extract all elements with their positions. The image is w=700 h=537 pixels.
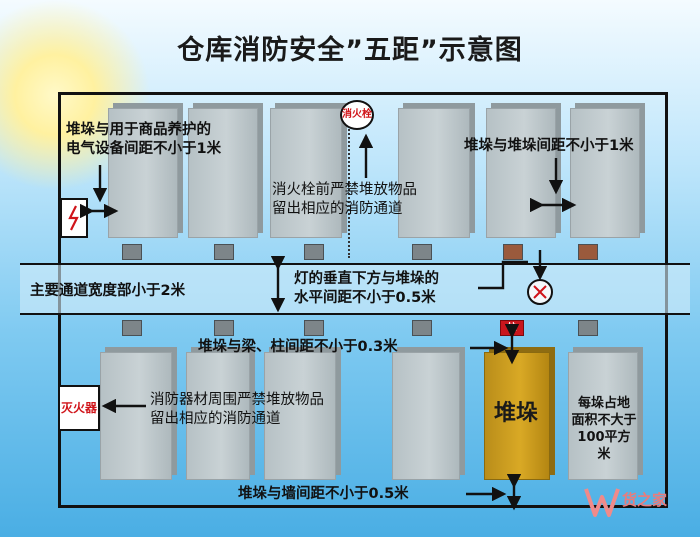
area-note-line-1: 每垛占地: [577, 396, 630, 411]
stack-bottom-3: [264, 352, 336, 480]
lamp-top-3: [304, 244, 324, 260]
watermark-text: 货之家: [622, 491, 668, 509]
beam-distance-label: 堆垛与梁、柱间距不小于0.3米: [198, 339, 398, 355]
stack-bottom-4: [392, 352, 460, 480]
stack-highlight-label: 堆垛: [494, 401, 539, 426]
lightning-icon: [68, 205, 79, 231]
lamp-cross-icon: [533, 285, 547, 299]
wall-distance-label: 堆垛与墙间距不小于0.5米: [238, 486, 409, 502]
area-note-line-3: 100平方米: [577, 430, 631, 462]
lamp-top-1: [122, 244, 142, 260]
area-note-line-2: 面积不大于: [571, 413, 637, 428]
stack-top-2: [188, 108, 258, 238]
lamp-top-5: [503, 244, 523, 260]
area-note-label: 每垛占地 面积不大于 100平方米: [571, 395, 637, 463]
hydrant-note-line-1: 消火栓前严禁堆放物品: [272, 182, 417, 198]
extinguisher-note-line-2: 留出相应的消防通道: [150, 411, 281, 427]
hydrant-label: 消火栓: [342, 109, 372, 120]
hydrant-icon: 消火栓: [340, 100, 374, 130]
extinguisher-icon: 灭火器: [58, 385, 100, 431]
hydrant-note-line-2: 留出相应的消防通道: [272, 201, 403, 217]
lamp-top-6: [578, 244, 598, 260]
electric-distance-line-2: 电气设备间距不小于1米: [66, 141, 222, 157]
stack-top-4: [398, 108, 470, 238]
lamp-distance-label: 灯的垂直下方与堆垛的 水平间距不小于0.5米: [294, 270, 439, 308]
stack-top-5: [486, 108, 556, 238]
lamp-top-4: [412, 244, 432, 260]
hydrant-clear-line: [348, 102, 350, 258]
stack-distance-label: 堆垛与堆垛间距不小于1米: [464, 138, 634, 154]
watermark-w-icon: [584, 488, 620, 517]
lamp-bottom-2: [214, 320, 234, 336]
lamp-bottom-6: [578, 320, 598, 336]
extinguisher-note-label: 消防器材周围严禁堆放物品 留出相应的消防通道: [150, 391, 324, 429]
lamp-top-2: [214, 244, 234, 260]
lamp-bottom-4: [412, 320, 432, 336]
lamp-bottom-1: [122, 320, 142, 336]
lamp-distance-line-1: 灯的垂直下方与堆垛的: [294, 271, 439, 287]
extinguisher-note-line-1: 消防器材周围严禁堆放物品: [150, 392, 324, 408]
hydrant-note-label: 消火栓前严禁堆放物品 留出相应的消防通道: [272, 181, 417, 219]
stack-highlight: [484, 352, 550, 480]
stack-bottom-2: [186, 352, 250, 480]
lamp-distance-line-2: 水平间距不小于0.5米: [294, 290, 436, 306]
stack-top-6: [570, 108, 640, 238]
main-aisle: [20, 263, 690, 315]
stack-bottom-6: [568, 352, 638, 480]
electric-distance-label: 堆垛与用于商品养护的 电气设备间距不小于1米: [66, 121, 221, 159]
stack-top-1: [108, 108, 178, 238]
electric-distance-line-1: 堆垛与用于商品养护的: [66, 122, 211, 138]
stack-top-3: [270, 108, 342, 238]
main-aisle-label: 主要通道宽度部小于2米: [30, 283, 186, 299]
page-title: 仓库消防安全”五距”示意图: [177, 35, 523, 66]
stack-bottom-1: [100, 352, 172, 480]
lamp-bottom-3: [304, 320, 324, 336]
watermark-logo: 货之家: [582, 475, 692, 527]
extinguisher-label: 灭火器: [60, 401, 97, 415]
